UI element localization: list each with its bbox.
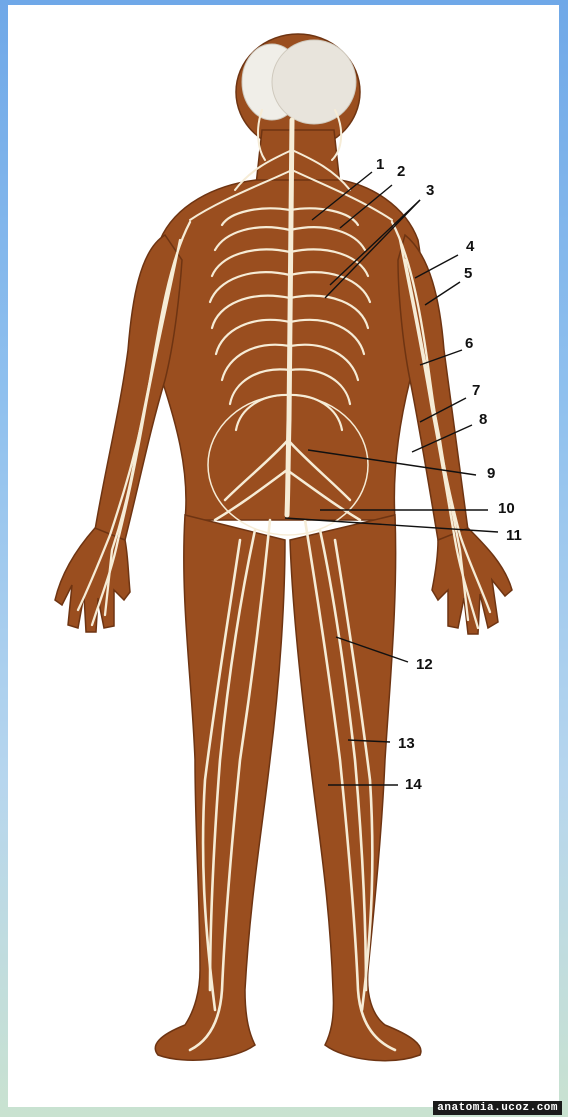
label-5: 5 — [464, 265, 472, 282]
body-silhouette — [55, 34, 512, 1061]
label-11: 11 — [506, 527, 522, 544]
label-13: 13 — [398, 735, 415, 752]
label-4: 4 — [466, 238, 474, 255]
label-14: 14 — [405, 776, 422, 793]
label-2: 2 — [397, 163, 405, 180]
label-6: 6 — [465, 335, 473, 352]
label-12: 12 — [416, 656, 433, 673]
watermark: anatomia.ucoz.com — [433, 1101, 562, 1115]
label-8: 8 — [479, 411, 487, 428]
brain — [242, 40, 356, 124]
label-7: 7 — [472, 382, 480, 399]
label-3: 3 — [426, 182, 434, 199]
label-10: 10 — [498, 500, 515, 517]
label-1: 1 — [376, 156, 384, 173]
label-9: 9 — [487, 465, 495, 482]
